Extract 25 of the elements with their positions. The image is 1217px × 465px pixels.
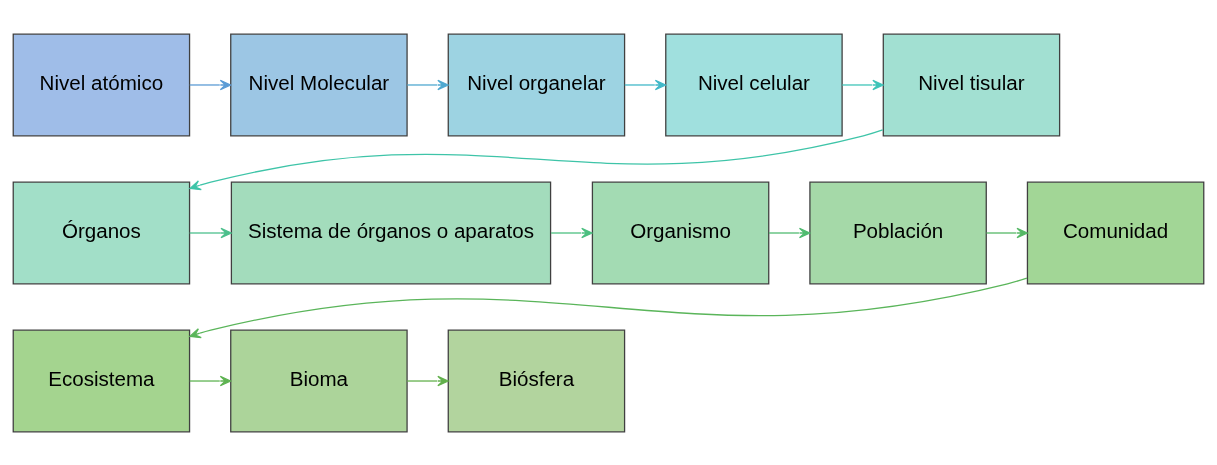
arrow — [189, 79, 232, 90]
arrow — [406, 375, 449, 386]
node-box: Bioma — [230, 329, 408, 432]
arrow — [189, 128, 884, 190]
node-box: Nivel atómico — [12, 33, 191, 136]
arrow — [550, 227, 593, 238]
node-box: Comunidad — [1026, 181, 1205, 284]
node-box: Órganos — [12, 181, 191, 284]
arrow — [985, 227, 1028, 238]
arrow — [624, 79, 667, 90]
node-box: Ecosistema — [12, 329, 191, 432]
arrow — [189, 375, 232, 386]
arrow — [188, 227, 232, 238]
node-box: Biósfera — [447, 329, 626, 432]
arrow — [189, 276, 1028, 338]
arrow — [768, 227, 811, 238]
arrow — [406, 79, 449, 90]
node-box: Organismo — [591, 181, 770, 284]
node-box: Nivel tisular — [882, 33, 1061, 136]
node-box: Nivel Molecular — [230, 33, 408, 136]
node-box: Nivel organelar — [447, 33, 626, 136]
node-box: Sistema de órganos o aparatos — [230, 181, 552, 284]
node-box: Población — [809, 181, 987, 284]
arrow — [841, 79, 884, 90]
node-box: Nivel celular — [665, 33, 843, 136]
